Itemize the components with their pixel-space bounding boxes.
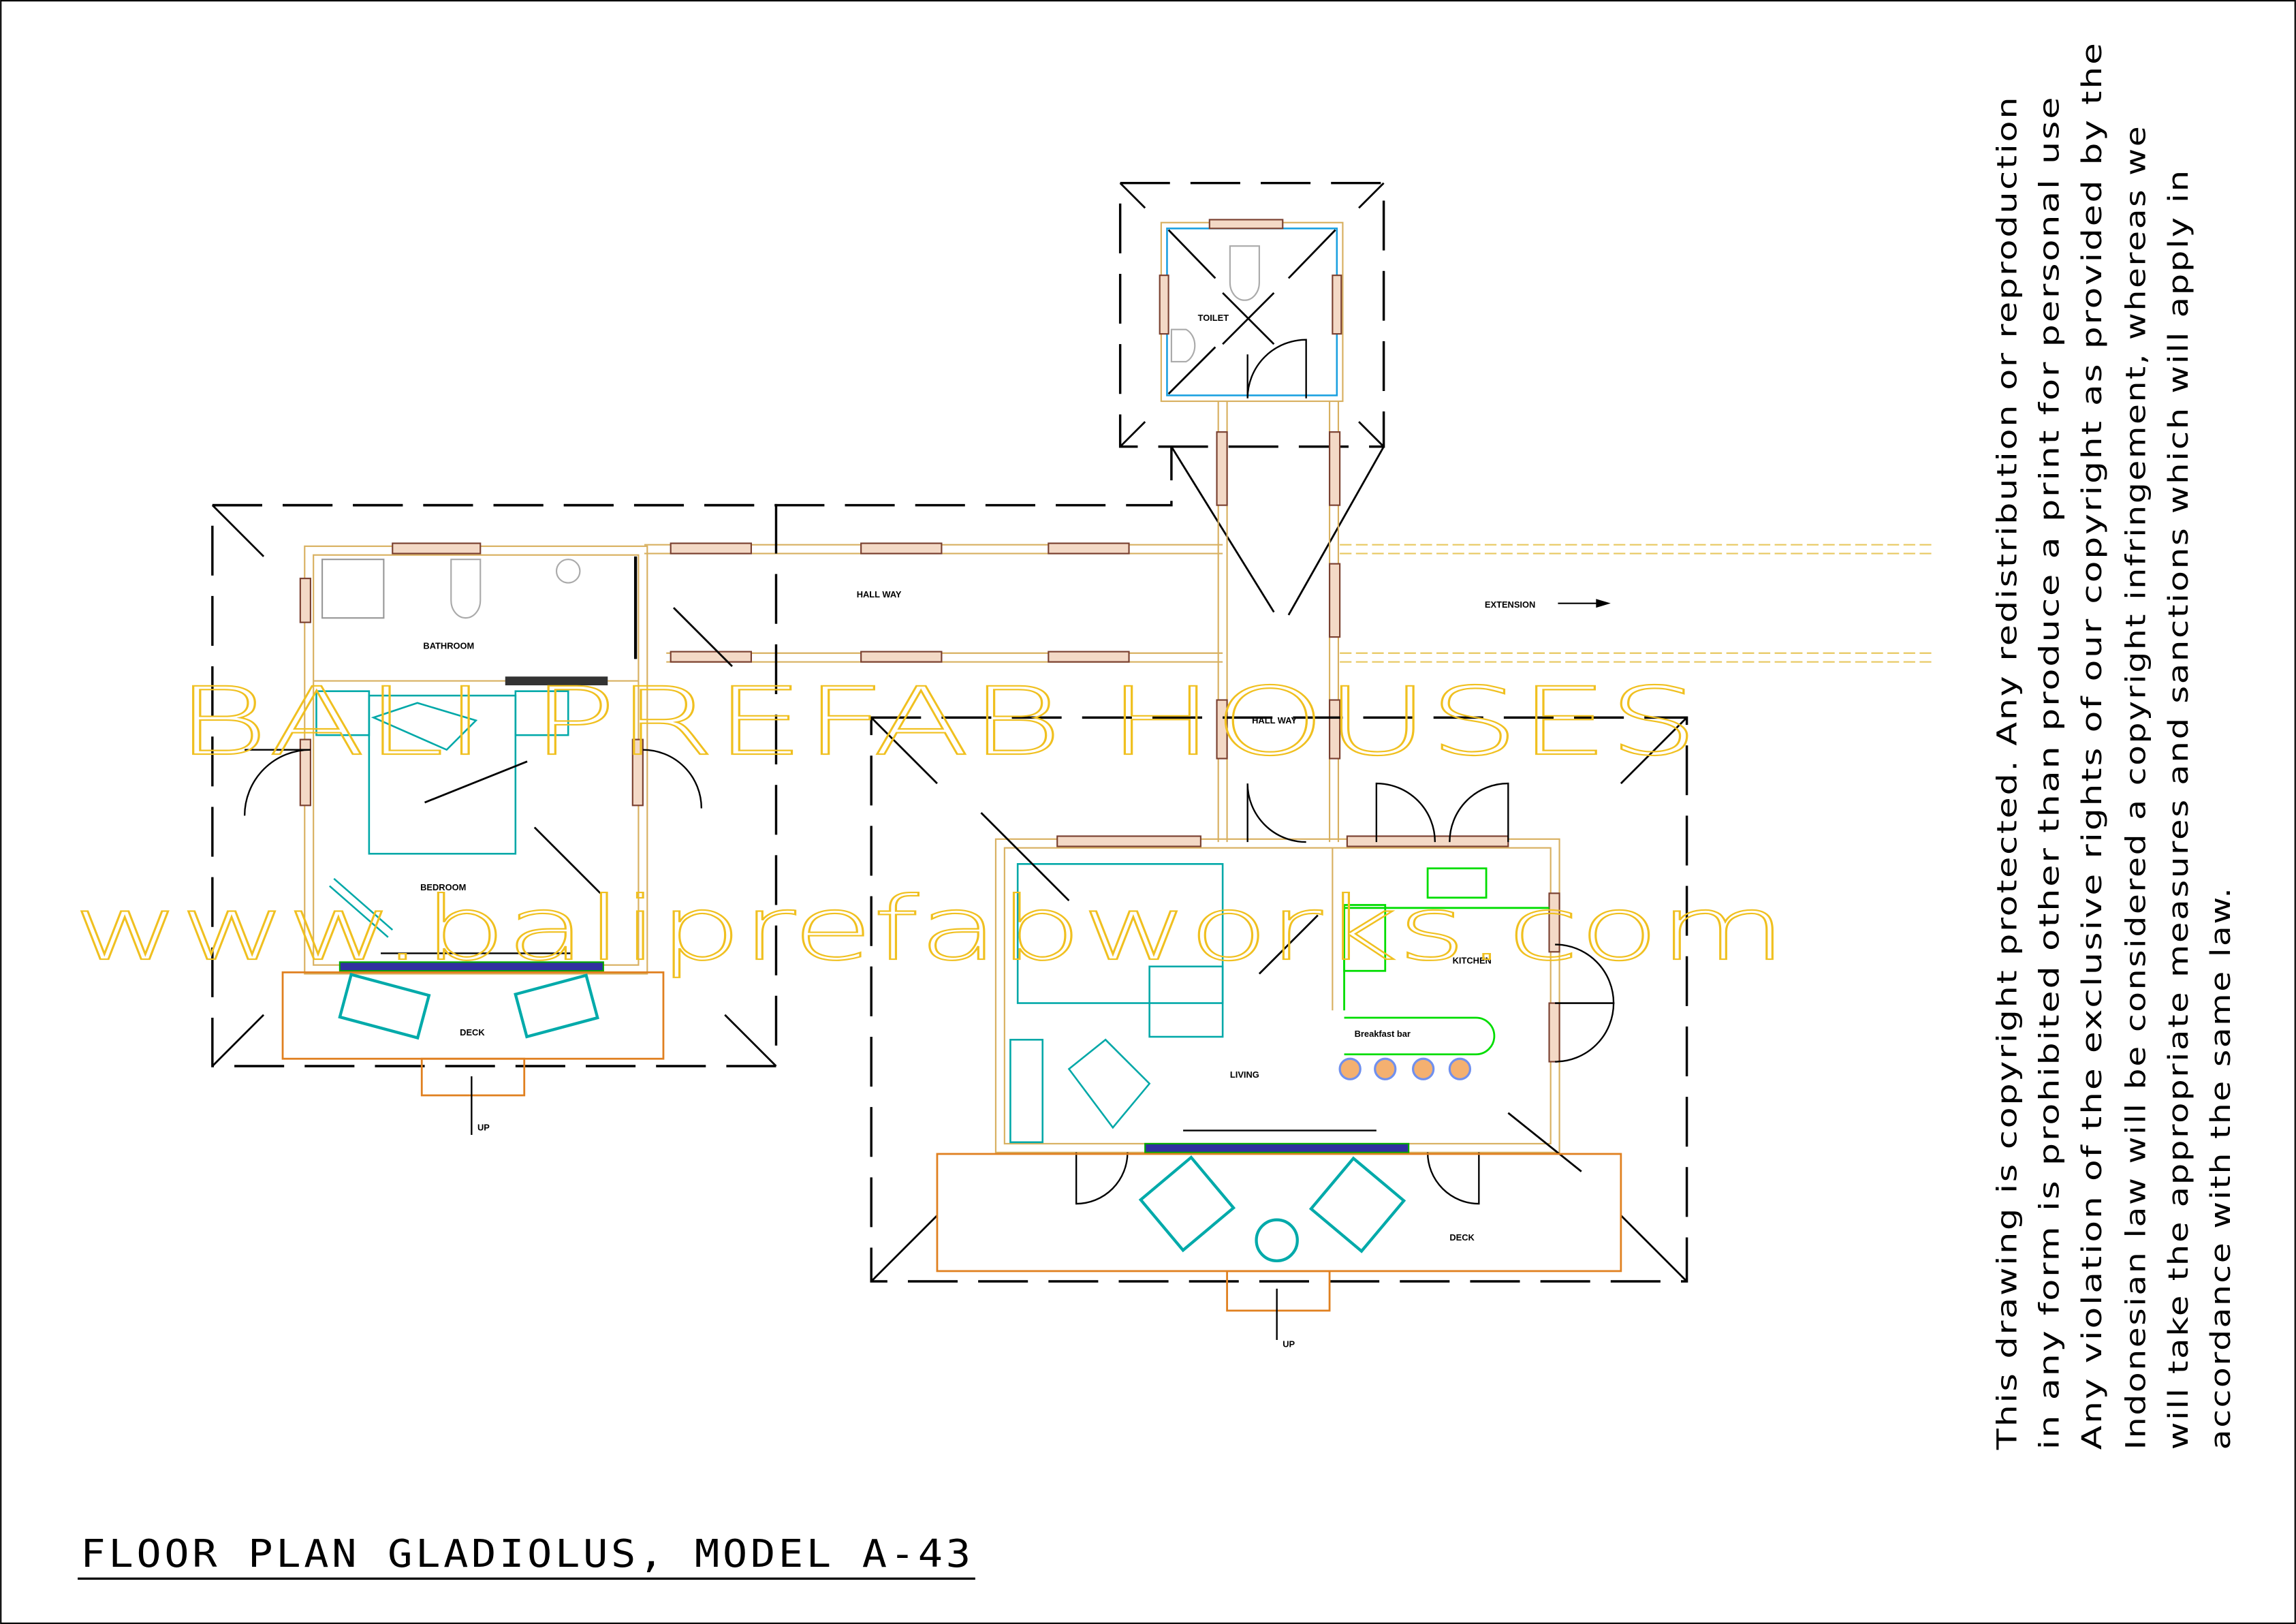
extension-lines: [1340, 544, 1933, 663]
copyright-line: Indonesian law will be considered a copy…: [2120, 125, 2152, 1450]
bedroom-building: [211, 503, 778, 1136]
watermark-website: www.baliprefabworks.com: [74, 878, 1787, 980]
label-hallway-2: HALL WAY: [1252, 715, 1297, 725]
extension-arrow: [1558, 599, 1611, 608]
label-extension: EXTENSION: [1485, 599, 1535, 610]
copyright-notice: This drawing is copyright protected. Any…: [1992, 41, 2237, 1450]
label-toilet: TOILET: [1198, 313, 1229, 323]
copyright-line: will take the appropriate measures and s…: [2163, 168, 2195, 1450]
copyright-line: Any violation of the exclusive rights of…: [2077, 41, 2108, 1450]
label-breakfast-bar: Breakfast bar: [1355, 1029, 1411, 1039]
hallway: [212, 401, 1385, 843]
label-deck-bedroom: DECK: [460, 1027, 485, 1037]
label-hallway-1: HALL WAY: [857, 589, 902, 599]
label-kitchen: KITCHEN: [1453, 955, 1492, 965]
copyright-line: in any form is prohibited other than pro…: [2034, 95, 2066, 1450]
label-deck-living: DECK: [1449, 1232, 1475, 1243]
label-up-bedroom: UP: [477, 1123, 490, 1133]
deck-chair: [338, 973, 599, 1040]
drawing-title: FLOOR PLAN GLADIOLUS, MODEL A-43: [80, 1532, 973, 1576]
living-building: [870, 716, 1688, 1340]
bar-stools: [1338, 1057, 1472, 1080]
toilet-block: [1118, 181, 1385, 448]
label-bedroom: BEDROOM: [420, 882, 466, 892]
label-bathroom: BATHROOM: [423, 640, 474, 651]
copyright-line: accordance with the same law.: [2205, 886, 2237, 1450]
watermark-company: BALI PREFAB HOUSES: [176, 668, 1699, 777]
label-living: LIVING: [1230, 1069, 1259, 1080]
copyright-line: This drawing is copyright protected. Any…: [1992, 95, 2023, 1451]
label-up-living: UP: [1283, 1339, 1295, 1349]
